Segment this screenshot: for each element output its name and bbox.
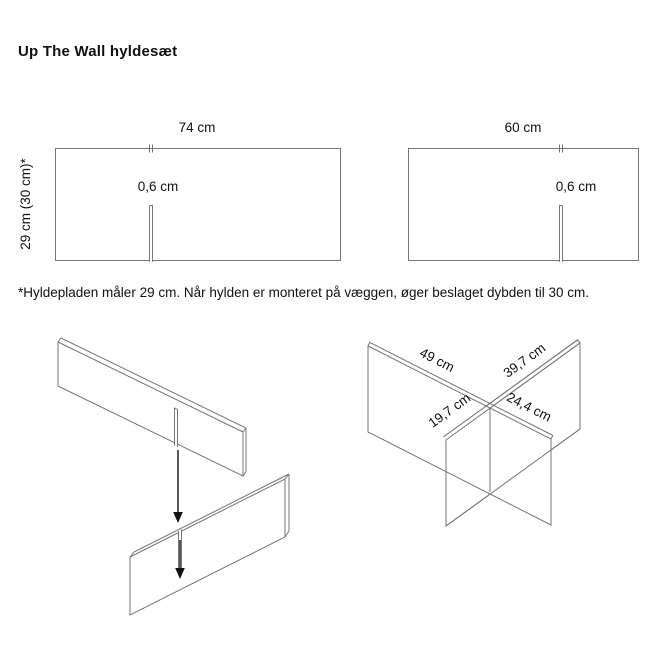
footnote: *Hyldepladen måler 29 cm. Når hylden er … <box>18 285 590 300</box>
insert-direction-arrow-icon <box>175 540 185 579</box>
large-shelf-depth-label: 29 cm (30 cm)* <box>18 157 33 249</box>
large-shelf-slot <box>149 205 153 262</box>
large-shelf-panel <box>57 341 244 477</box>
small-shelf-outline <box>408 148 639 261</box>
large-shelf-panel-thickness <box>57 337 247 433</box>
large-shelf-width-label: 74 cm <box>179 120 216 135</box>
large-left-segment-label: 49 cm <box>417 345 457 375</box>
large-shelf-outline <box>55 148 341 261</box>
assembly-step-diagram <box>57 337 290 616</box>
small-shelf-slot <box>559 205 563 262</box>
small-shelf-width-label: 60 cm <box>505 120 542 135</box>
insert-direction-arrow-icon <box>173 450 183 523</box>
large-shelf-slot <box>174 407 178 447</box>
small-shelf-panel-edge <box>284 474 290 538</box>
large-shelf-panel-thickness <box>367 341 554 440</box>
page-title: Up The Wall hyldesæt <box>18 43 178 60</box>
small-shelf-panel-outline <box>445 342 581 527</box>
small-shelf-flat-diagram: 60 cm 0,6 cm <box>408 120 639 262</box>
small-shelf-panel <box>129 478 286 616</box>
large-shelf-panel-edge <box>242 428 247 477</box>
small-shelf-panel-thickness <box>443 339 578 438</box>
large-shelf-flat-diagram: 74 cm 29 cm (30 cm)* 0,6 cm <box>18 120 341 262</box>
small-shelf-slot-width-label: 0,6 cm <box>556 179 597 194</box>
small-shelf-panel-thickness <box>129 473 290 558</box>
large-shelf-slot-width-label: 0,6 cm <box>138 179 179 194</box>
assembled-cross-diagram: 49 cm 24,4 cm 39,7 cm 19,7 cm <box>367 339 581 527</box>
